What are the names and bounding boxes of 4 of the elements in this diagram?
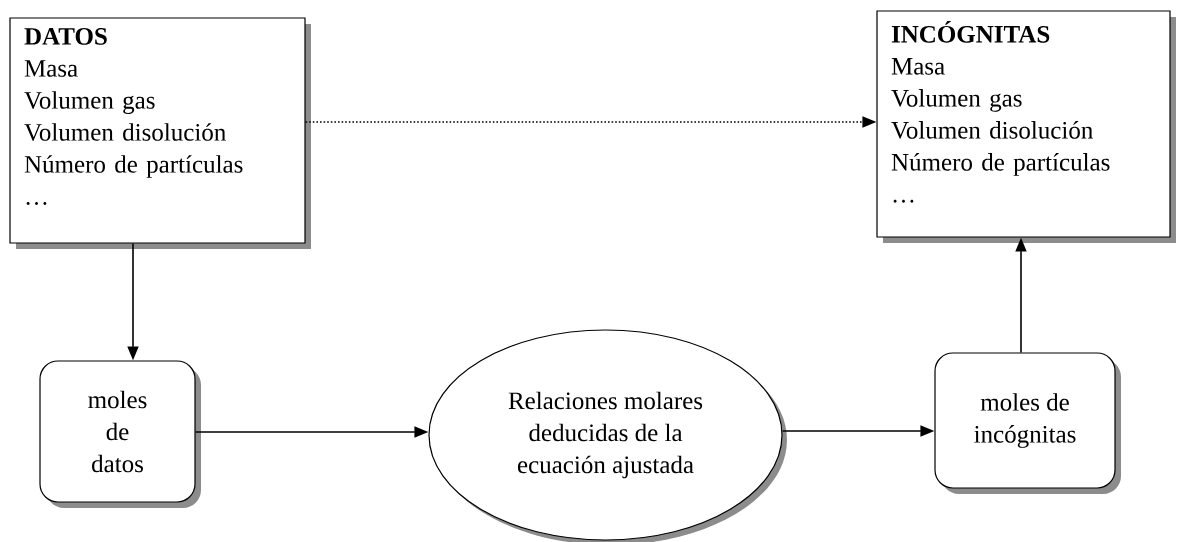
list-box: DATOS Masa Volumen gas Volumen disolución Número de partículas … xyxy=(9,17,311,249)
rounded-box: moles de incógnitas xyxy=(934,352,1121,494)
rounded-box: moles de datos xyxy=(39,360,201,508)
list-box: INCÓGNITAS Masa Volumen gas Volumen disolución Número de partículas … xyxy=(876,10,1176,243)
